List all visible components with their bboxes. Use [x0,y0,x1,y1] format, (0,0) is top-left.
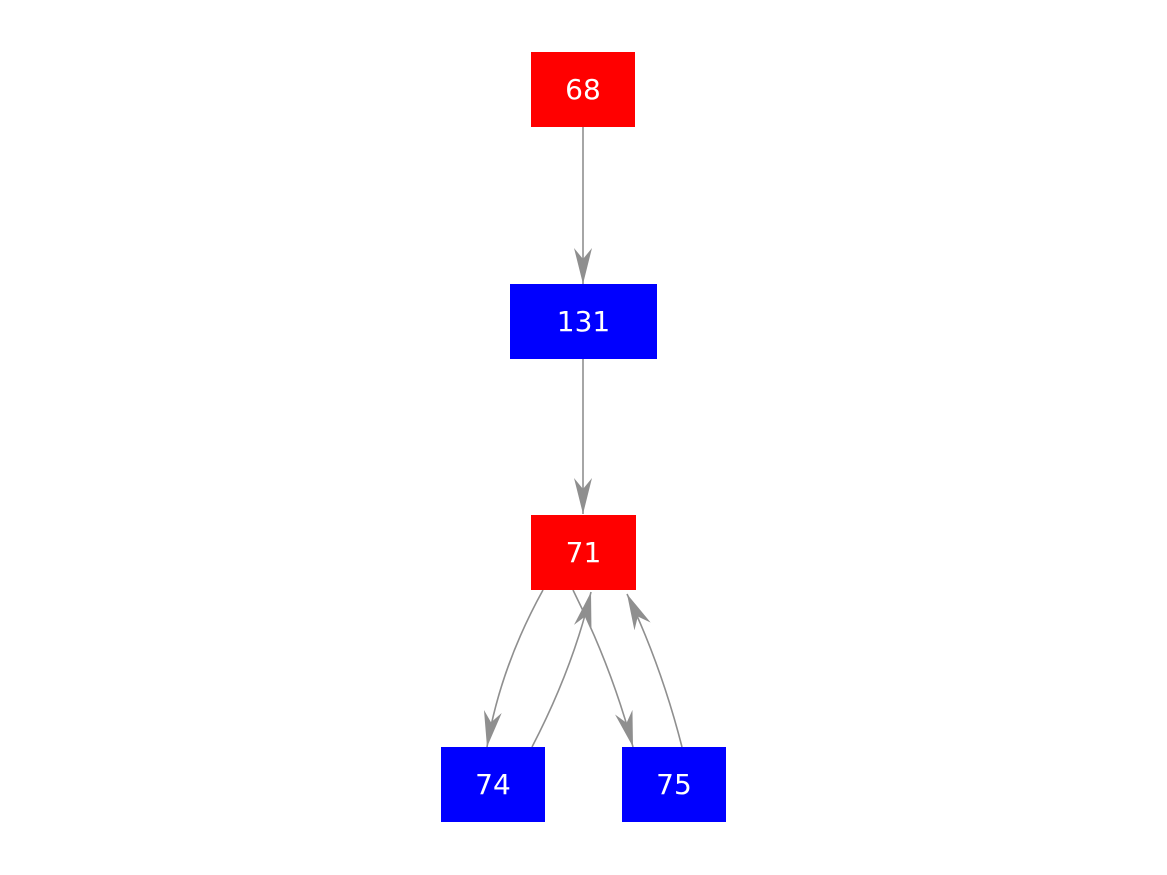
edge-74-71 [531,591,592,748]
node-label: 75 [656,767,692,801]
edge-71-75 [572,589,634,748]
node-label: 71 [565,535,602,569]
graph-node-74: 74 [441,747,545,822]
edge-75-71 [626,593,683,748]
graph-node-68: 68 [531,52,635,127]
node-label: 68 [565,72,601,106]
node-label: 131 [556,304,611,338]
graph-node-75: 75 [622,747,726,822]
graph-node-131: 131 [510,284,657,359]
graph-node-71: 71 [531,515,636,590]
edge-71-74 [483,589,544,748]
node-label: 74 [475,767,511,801]
